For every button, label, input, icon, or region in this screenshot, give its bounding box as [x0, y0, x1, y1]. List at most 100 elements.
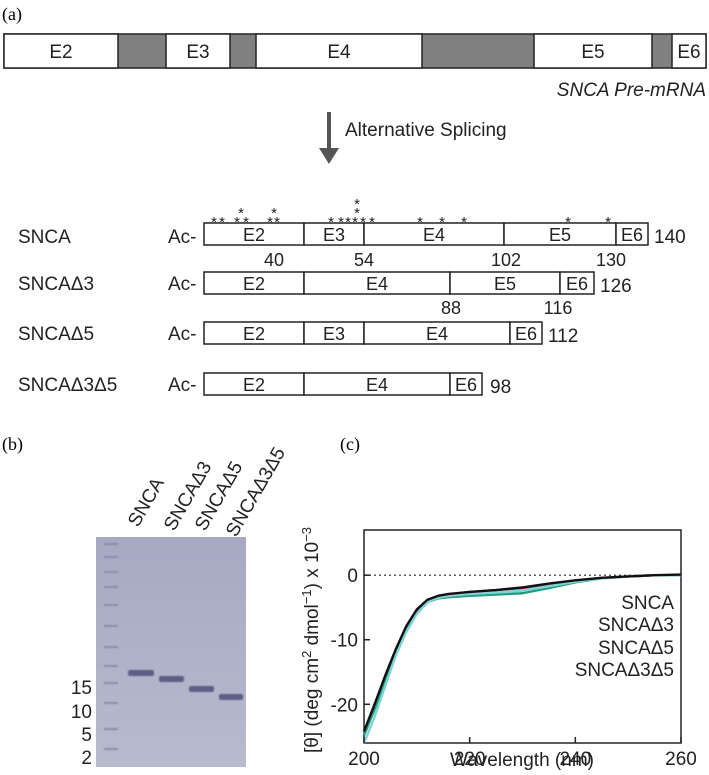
modification-asterisk: * [354, 205, 360, 222]
modification-asterisk: * [565, 214, 571, 231]
marker-label: 5 [81, 725, 92, 746]
exon-label: E4 [423, 225, 445, 245]
modification-marks: ********************* [211, 196, 611, 231]
exon-label: E5 [549, 225, 571, 245]
y-axis-title: [θ] (deg cm2 dmol−1) x 10−3 [299, 527, 323, 753]
panel-b-label: (b) [2, 434, 23, 455]
gel-image [96, 537, 246, 767]
isoform-snca-d3: SNCAΔ3 Ac- E2 E4 E5 E6 126 88 116 [18, 271, 632, 318]
boundary-label: 102 [491, 250, 521, 270]
modification-asterisk: * [352, 214, 358, 231]
series-line-SNCA [362, 573, 682, 732]
exon-label: E5 [494, 274, 516, 294]
modification-asterisk: * [417, 214, 423, 231]
isoform-name: SNCAΔ3Δ5 [18, 375, 117, 396]
modification-asterisk: * [439, 214, 445, 231]
exon-label: E4 [366, 375, 388, 395]
length-label: 126 [600, 276, 632, 297]
boundary-label: 40 [264, 250, 284, 270]
modification-asterisk: * [238, 205, 244, 222]
acetyl-prefix: Ac- [168, 324, 197, 345]
exon-label: E4 [426, 324, 448, 344]
y-tick-label: -10 [331, 631, 358, 652]
modification-asterisk: * [211, 214, 217, 231]
pre-exon-e2 [3, 33, 119, 69]
exon-label: E6 [566, 274, 588, 294]
isoform-name: SNCA [18, 227, 71, 248]
x-axis-title: Wavelength (nm) [450, 750, 594, 770]
isoform-snca: SNCA Ac- E2 E3 E4 E5 E6 140 40 54 102 13… [18, 222, 686, 270]
modification-asterisk: * [461, 214, 467, 231]
gel-lane-labels: SNCA SNCAΔ3 SNCAΔ5 SNCAΔ3Δ5 [124, 444, 290, 541]
modification-asterisk: * [219, 214, 225, 231]
exon-label: E2 [243, 274, 265, 294]
exon-label: E6 [515, 324, 537, 344]
pre-mrna-label: SNCA Pre-mRNA [557, 80, 706, 101]
modification-asterisk: * [354, 196, 360, 213]
pre-exon-e3 [165, 33, 231, 69]
acetyl-prefix: Ac- [168, 375, 197, 396]
boundary-label: 116 [544, 298, 573, 318]
series-layer [362, 573, 682, 744]
legend-entry: SNCAΔ3Δ5 [575, 660, 674, 681]
y-tick-label: -20 [331, 695, 358, 716]
pre-exon-e2-label: E2 [49, 42, 72, 63]
pre-exon-e4 [255, 33, 423, 69]
acetyl-prefix: Ac- [168, 227, 197, 248]
pre-exon-e4-label: E4 [327, 42, 351, 63]
acetyl-prefix: Ac- [168, 274, 197, 295]
legend-entry: SNCAΔ3 [598, 615, 674, 636]
pre-exon-e5-label: E5 [581, 42, 604, 63]
pre-mrna-track: E2 E3 E4 E5 E6 [3, 33, 707, 69]
marker-label: 10 [71, 702, 92, 723]
length-label: 140 [654, 227, 686, 248]
x-tick-label: 240 [559, 749, 591, 770]
modification-asterisk: * [605, 214, 611, 231]
gel-marker-labels: 15 10 5 2 [71, 678, 92, 769]
isoform-name: SNCAΔ3 [18, 274, 94, 295]
plot-frame [363, 529, 682, 744]
modification-asterisk: * [234, 214, 240, 231]
legend-entry: SNCA [621, 593, 674, 614]
isoform-snca-d5: SNCAΔ5 Ac- E2 E3 E4 E6 112 [18, 321, 578, 347]
boundary-label: 54 [354, 250, 374, 270]
modification-asterisk: * [271, 205, 277, 222]
isoform-name: SNCAΔ5 [18, 324, 94, 345]
modification-asterisk: * [243, 214, 249, 231]
exon-label: E2 [243, 375, 265, 395]
length-label: 112 [548, 326, 578, 347]
exon-label: E3 [323, 324, 345, 344]
pre-exon-e3-label: E3 [186, 42, 209, 63]
isoform-snca-d3d5: SNCAΔ3Δ5 Ac- E2 E4 E6 98 [18, 372, 511, 398]
y-tick-label: 0 [347, 566, 358, 587]
length-label: 98 [490, 377, 511, 398]
panel-a-label: (a) [2, 4, 22, 25]
pre-exon-e6 [671, 33, 707, 69]
x-tick-label: 220 [454, 749, 486, 770]
exon-label: E2 [243, 324, 265, 344]
exon-label: E6 [455, 375, 477, 395]
marker-label: 15 [71, 678, 92, 699]
x-tick-label: 200 [348, 749, 380, 770]
splicing-arrow [319, 112, 339, 164]
panel-c-label: (c) [340, 434, 360, 455]
modification-asterisk: * [369, 214, 375, 231]
pre-exon-e6-label: E6 [677, 42, 700, 63]
modification-asterisk: * [338, 214, 344, 231]
boundary-label: 130 [596, 250, 626, 270]
legend: SNCA SNCAΔ3 SNCAΔ5 SNCAΔ3Δ5 [575, 593, 675, 681]
exon-label: E2 [243, 225, 265, 245]
boundary-label: 88 [441, 298, 461, 318]
exon-label: E4 [366, 274, 388, 294]
modification-asterisk: * [360, 214, 366, 231]
exon-label: E3 [323, 225, 345, 245]
modification-asterisk: * [345, 214, 351, 231]
marker-label: 2 [81, 748, 92, 769]
modification-asterisk: * [274, 214, 280, 231]
exon-label: E6 [621, 225, 643, 245]
pre-exon-e5 [533, 33, 653, 69]
modification-asterisk: * [328, 214, 334, 231]
